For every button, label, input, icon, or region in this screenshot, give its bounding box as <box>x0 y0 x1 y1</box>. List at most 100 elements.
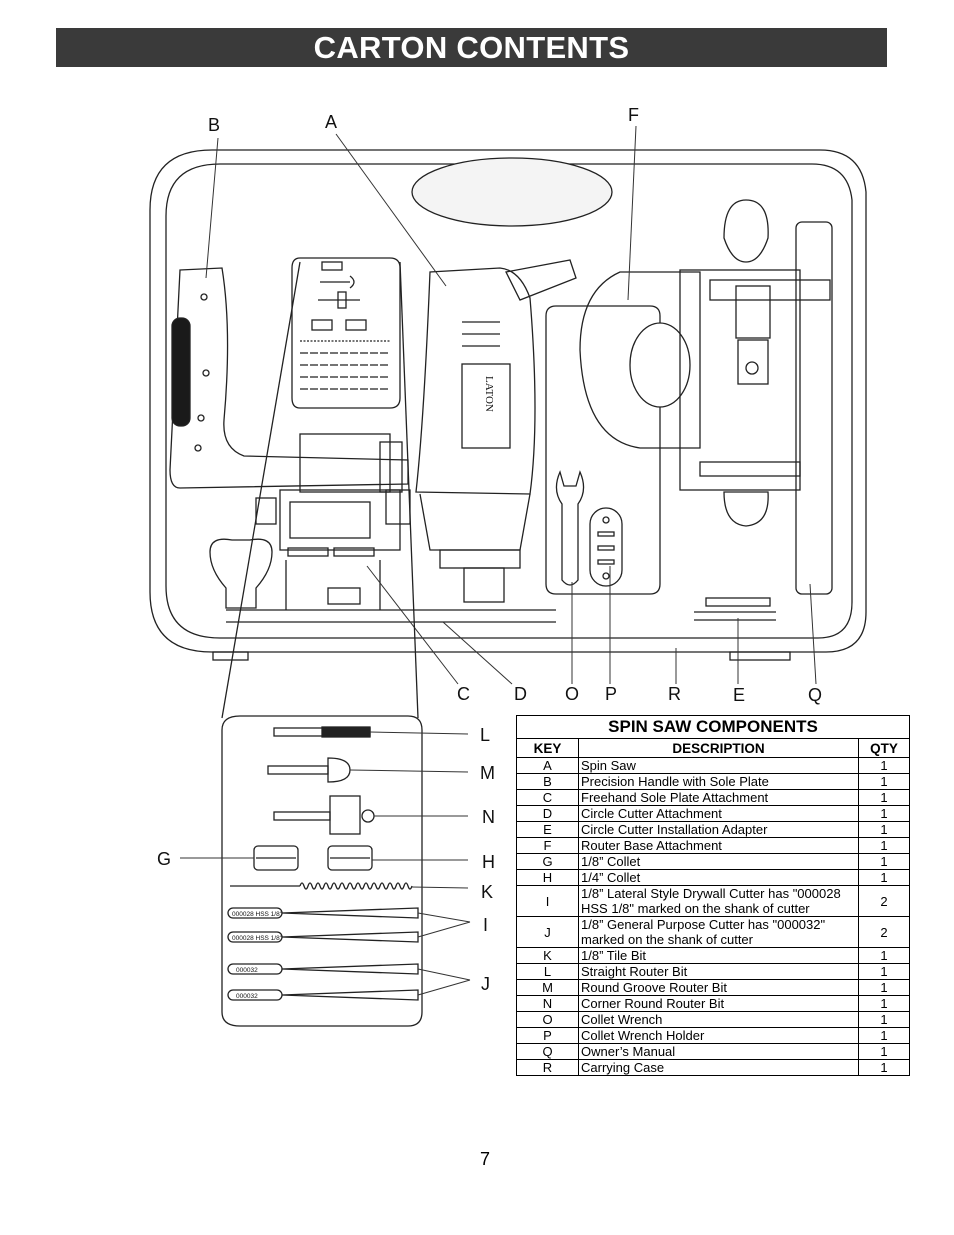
row-key: E <box>516 821 579 838</box>
callout-i: I <box>483 915 488 935</box>
precision-handle-illustration <box>169 267 409 489</box>
row-qty: 1 <box>858 1043 910 1060</box>
page-number: 7 <box>479 1149 490 1169</box>
row-description: Router Base Attachment <box>578 837 859 854</box>
row-qty: 1 <box>858 837 910 854</box>
row-key: J <box>516 916 579 948</box>
callout-g: G <box>157 849 171 869</box>
row-description: Straight Router Bit <box>578 963 859 980</box>
callout-h: H <box>482 852 495 872</box>
row-description: Circle Cutter Attachment <box>578 805 859 822</box>
callout-r: R <box>668 684 681 704</box>
header-qty: QTY <box>858 738 910 758</box>
callout-n: N <box>482 807 495 827</box>
row-key: A <box>516 757 579 774</box>
row-description: 1/8” General Purpose Cutter has "000032"… <box>578 916 859 948</box>
row-qty: 1 <box>858 979 910 996</box>
row-key: R <box>516 1059 579 1076</box>
callout-a: A <box>325 112 337 132</box>
row-description: 1/8” Tile Bit <box>578 947 859 964</box>
row-qty: 1 <box>858 869 910 886</box>
row-key: M <box>516 979 579 996</box>
row-qty: 1 <box>858 821 910 838</box>
callout-d: D <box>514 684 527 704</box>
row-description: Collet Wrench Holder <box>578 1027 859 1044</box>
row-qty: 2 <box>858 916 910 948</box>
bit-marking-lateral-2: 000028 HSS 1/8" <box>232 935 283 942</box>
case-leader-lines <box>205 125 817 685</box>
callout-l: L <box>480 725 490 745</box>
row-key: C <box>516 789 579 806</box>
callout-m: M <box>480 763 495 783</box>
row-qty: 1 <box>858 1027 910 1044</box>
row-description: 1/8” Lateral Style Drywall Cutter has "0… <box>578 885 859 917</box>
row-key: L <box>516 963 579 980</box>
row-description: Freehand Sole Plate Attachment <box>578 789 859 806</box>
row-key: P <box>516 1027 579 1044</box>
row-key: F <box>516 837 579 854</box>
bit-marking-general-2: 000032 <box>236 993 258 1000</box>
spin-saw-components-table: SPIN SAW COMPONENTS KEY DESCRIPTION QTY … <box>516 715 910 1076</box>
row-qty: 1 <box>858 995 910 1012</box>
row-key: O <box>516 1011 579 1028</box>
row-key: I <box>516 885 579 917</box>
router-base-illustration <box>545 199 833 621</box>
row-key: B <box>516 773 579 790</box>
row-description: Round Groove Router Bit <box>578 979 859 996</box>
spin-saw-illustration: LATON <box>415 259 577 603</box>
collet-wrench-illustration <box>555 470 623 587</box>
row-qty: 1 <box>858 947 910 964</box>
components-table-title: SPIN SAW COMPONENTS <box>516 715 910 738</box>
header-key: KEY <box>516 738 579 758</box>
row-description: Corner Round Router Bit <box>578 995 859 1012</box>
row-key: N <box>516 995 579 1012</box>
row-description: 1/4” Collet <box>578 869 859 886</box>
row-qty: 1 <box>858 773 910 790</box>
callout-j: J <box>481 974 490 994</box>
callout-f: F <box>628 105 639 125</box>
spin-saw-brand-label: LATON <box>483 376 495 412</box>
row-description: 1/8” Collet <box>578 853 859 870</box>
row-description: Circle Cutter Installation Adapter <box>578 821 859 838</box>
accessory-tray-illustration <box>291 257 401 409</box>
row-description: Collet Wrench <box>578 1011 859 1028</box>
bit-marking-lateral-1: 000028 HSS 1/8" <box>232 911 283 918</box>
row-key: G <box>516 853 579 870</box>
callout-p: P <box>605 684 617 704</box>
row-qty: 1 <box>858 963 910 980</box>
row-description: Owner’s Manual <box>578 1043 859 1060</box>
row-key: H <box>516 869 579 886</box>
row-description: Precision Handle with Sole Plate <box>578 773 859 790</box>
row-key: K <box>516 947 579 964</box>
row-qty: 2 <box>858 885 910 917</box>
row-qty: 1 <box>858 1059 910 1076</box>
row-qty: 1 <box>858 757 910 774</box>
tray-leader-lines <box>180 731 471 996</box>
row-key: D <box>516 805 579 822</box>
row-qty: 1 <box>858 789 910 806</box>
page-title: CARTON CONTENTS <box>56 28 887 67</box>
callout-labels: B A F C D O P R E Q L M N G H K I J <box>157 105 822 994</box>
row-description: Carrying Case <box>578 1059 859 1076</box>
callout-q: Q <box>808 685 822 705</box>
callout-k: K <box>481 882 493 902</box>
callout-b: B <box>208 115 220 135</box>
row-qty: 1 <box>858 1011 910 1028</box>
row-key: Q <box>516 1043 579 1060</box>
